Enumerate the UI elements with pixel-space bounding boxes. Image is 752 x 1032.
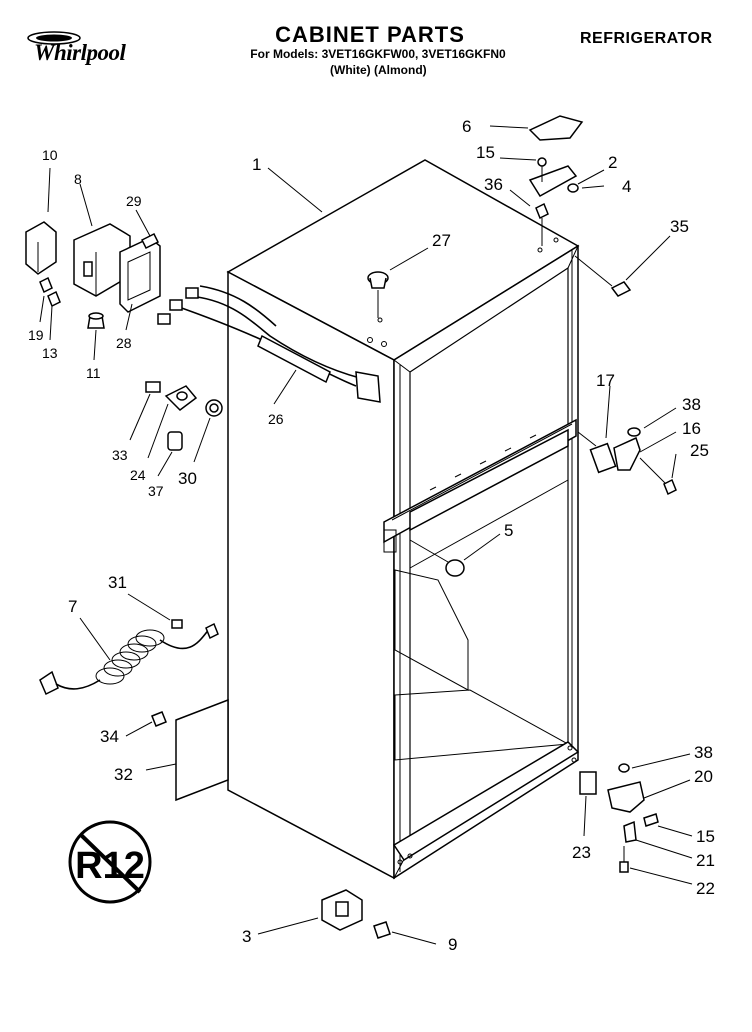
door-stop-5 <box>409 539 465 577</box>
leveling-leg-3 <box>321 889 391 939</box>
callout-16: 16 <box>682 419 701 438</box>
hinge-cover-6 <box>528 115 584 141</box>
relay-assembly <box>25 221 161 329</box>
callout-6: 6 <box>462 117 471 136</box>
callout-1: 1 <box>252 155 261 174</box>
grommet-parts <box>145 381 223 451</box>
callout-29: 29 <box>126 193 142 209</box>
callout-33: 33 <box>112 447 128 463</box>
callout-13: 13 <box>42 345 58 361</box>
power-cord-7 <box>39 619 219 696</box>
callout-15-top: 15 <box>476 143 495 162</box>
callout-17: 17 <box>596 371 615 390</box>
callout-labels: 1 2 3 4 5 6 7 8 9 10 11 13 15 15 16 17 1… <box>28 117 715 954</box>
center-hinge-assembly <box>577 427 677 496</box>
callout-34: 34 <box>100 727 119 746</box>
callout-32: 32 <box>114 765 133 784</box>
badge-label: R12 <box>75 845 145 887</box>
brand-wordmark: Whirlpool <box>34 40 126 65</box>
callout-11: 11 <box>86 365 101 381</box>
callout-27: 27 <box>432 231 451 250</box>
hinge-spacer-35 <box>610 281 632 297</box>
callout-2: 2 <box>608 153 617 172</box>
page-title: CABINET PARTS <box>275 22 465 47</box>
callout-25: 25 <box>690 441 709 460</box>
callout-23: 23 <box>572 843 591 862</box>
callout-35: 35 <box>670 217 689 236</box>
callout-38-bottom: 38 <box>694 743 713 762</box>
callout-20: 20 <box>694 767 713 786</box>
callout-8: 8 <box>74 171 82 187</box>
top-hinge-2 <box>528 165 578 198</box>
top-hinge-assembly <box>528 115 632 297</box>
callout-15-bottom: 15 <box>696 827 715 846</box>
callout-31: 31 <box>108 573 127 592</box>
callout-3: 3 <box>242 927 251 946</box>
appliance-category: REFRIGERATOR <box>580 30 713 47</box>
whirlpool-logo <box>27 31 81 45</box>
callout-9: 9 <box>448 935 457 954</box>
callout-24: 24 <box>130 467 146 483</box>
plug-27 <box>367 271 389 318</box>
bottom-hinge-assembly <box>579 763 659 873</box>
leader-lines <box>39 125 693 945</box>
callout-28: 28 <box>116 335 132 351</box>
cabinet-shell <box>226 159 580 880</box>
models-line: For Models: 3VET16GKFW00, 3VET16GKFN0 <box>250 47 506 61</box>
callout-37: 37 <box>148 483 164 499</box>
callout-7: 7 <box>68 597 77 616</box>
callout-38-center: 38 <box>682 395 701 414</box>
wiring-harness-26 <box>157 285 381 403</box>
no-r12-badge: R12 <box>68 820 152 904</box>
callout-5: 5 <box>504 521 513 540</box>
callout-10: 10 <box>42 147 58 163</box>
callout-19: 19 <box>28 327 44 343</box>
callout-30: 30 <box>178 469 197 488</box>
color-variants-line: (White) (Almond) <box>330 63 427 77</box>
callout-21: 21 <box>696 851 715 870</box>
callout-22: 22 <box>696 879 715 898</box>
callout-4: 4 <box>622 177 631 196</box>
callout-36: 36 <box>484 175 503 194</box>
callout-26: 26 <box>268 411 284 427</box>
access-cover-32 <box>151 698 229 802</box>
